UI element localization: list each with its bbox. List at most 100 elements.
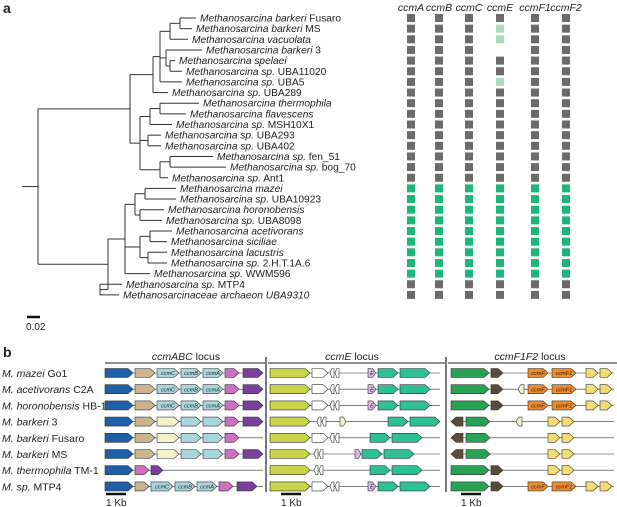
taxon-label-italic: Methanosarcina sp.	[176, 120, 265, 131]
gene-arrow	[313, 465, 319, 475]
taxon-label: Methanosarcina siciliae	[171, 237, 277, 248]
gene-arrow	[450, 465, 490, 475]
gene-arrow	[104, 384, 134, 394]
gene-arrow	[391, 433, 423, 443]
gene-arrow	[242, 449, 264, 459]
taxon-label: Methanosarcina sp. bog_70	[230, 163, 356, 174]
gene-arrow	[318, 465, 324, 475]
gene-cell	[531, 173, 539, 182]
taxon-label-roman: MSH10X1	[265, 120, 315, 131]
taxon-label-roman: Fusaro	[306, 14, 341, 25]
gene-cell	[465, 131, 473, 140]
gene-cell	[465, 269, 473, 278]
taxon-label: Methanosarcina sp. MTP4	[126, 280, 245, 291]
gene-arrow	[269, 433, 311, 443]
gene-cell	[465, 237, 473, 246]
gene-arrow-label: E	[370, 485, 374, 491]
gene-arrow	[269, 481, 311, 492]
gene-arrow	[450, 416, 464, 427]
gene-cell	[435, 77, 443, 86]
gene-cell	[465, 99, 473, 108]
taxon-label: Methanosarcina lacustris	[171, 248, 284, 259]
taxon-label: Methanosarcina sp. 2.H.T.1A.6	[171, 258, 311, 269]
gene-cell	[496, 131, 504, 140]
taxon-label-roman: MTP4	[215, 280, 245, 291]
taxon-label: Methanosarcina sp. UBA10923	[180, 195, 321, 206]
taxon-label: Methanosarcina barkeri Fusaro	[200, 14, 341, 25]
taxon-label: Methanosarcina spelaei	[179, 56, 287, 67]
gene-arrow	[242, 416, 264, 427]
taxon-label-italic: Methanosarcina siciliae	[171, 237, 277, 248]
gene-cell	[531, 35, 539, 44]
gene-cell	[496, 227, 504, 235]
gene-cell	[407, 120, 415, 129]
gene-cell	[496, 77, 504, 86]
gene-cell	[407, 184, 415, 193]
gene-cell	[562, 248, 570, 257]
gene-cell	[407, 99, 415, 108]
gene-arrow	[527, 368, 549, 378]
gene-arrow-label: ccmC	[155, 485, 169, 491]
gene-arrow-label: ccmB	[184, 371, 198, 377]
gene-arrow	[334, 400, 340, 411]
gene-column-header: ccmE	[487, 2, 514, 14]
strain-label: M. horonobensis HB-1	[2, 400, 107, 412]
gene-arrow	[202, 433, 224, 443]
gene-cell	[496, 35, 504, 44]
gene-arrow-label: E	[370, 371, 374, 377]
gene-cell	[465, 56, 473, 65]
gene-cell	[531, 258, 539, 267]
gene-cell	[435, 45, 443, 54]
gene-arrow	[561, 465, 575, 475]
gene-arrow	[224, 416, 240, 427]
locus-header-roman: locus	[538, 351, 565, 363]
taxon-label: Methanosarcina vacuolata	[192, 35, 311, 46]
gene-cell	[496, 24, 504, 33]
gene-cell	[465, 67, 473, 76]
gene-arrow	[367, 384, 377, 394]
taxon-label: Methanosarcina sp. UBA402	[165, 141, 295, 152]
gene-cell	[407, 35, 415, 44]
taxon-label-roman: UBA5	[275, 77, 305, 88]
gene-arrow	[551, 400, 577, 411]
gene-cell	[496, 248, 504, 257]
taxon-label-italic: Methanosarcina vacuolata	[192, 35, 311, 46]
gene-cell	[562, 184, 570, 193]
gene-arrow-label: ccmF1	[556, 387, 573, 393]
gene-arrow	[490, 384, 504, 394]
taxon-label-roman: UBA8098	[255, 216, 302, 227]
gene-cell	[531, 120, 539, 129]
gene-arrow	[202, 400, 224, 411]
taxon-label-roman: UBA10923	[269, 195, 321, 206]
gene-cell	[531, 141, 539, 150]
gene-arrow	[311, 433, 329, 443]
gene-cell	[496, 141, 504, 150]
gene-cell	[407, 109, 415, 118]
gene-cell	[562, 205, 570, 214]
gene-column-header: ccmC	[456, 2, 483, 14]
gene-cell	[531, 99, 539, 108]
taxon-label-roman: fen_51	[306, 152, 340, 163]
gene-cell	[562, 290, 570, 299]
gene-arrow-label: ccmA	[200, 485, 214, 491]
taxon-label-italic: Methanosarcina sp.	[165, 141, 254, 152]
gene-cell	[435, 248, 443, 257]
gene-arrow-label: ccmF1	[556, 371, 573, 377]
taxon-label: Methanosarcina sp. UBA8098	[166, 216, 302, 227]
gene-arrow-label: ccmF	[531, 387, 545, 393]
taxon-label: Methanosarcina sp. UBA11020	[186, 67, 327, 78]
gene-cell	[407, 88, 415, 97]
gene-cell	[531, 195, 539, 204]
gene-arrow	[367, 368, 377, 378]
gene-arrow	[218, 481, 234, 492]
taxon-label-italic: Methanosarcina sp.	[230, 163, 319, 174]
gene-cell	[496, 14, 504, 22]
gene-cell	[435, 269, 443, 278]
taxon-label: Methanosarcina sp. WWM596	[154, 269, 291, 280]
gene-arrow	[334, 481, 340, 492]
gene-arrow-label: ccmA	[206, 371, 220, 377]
gene-cell	[562, 173, 570, 182]
